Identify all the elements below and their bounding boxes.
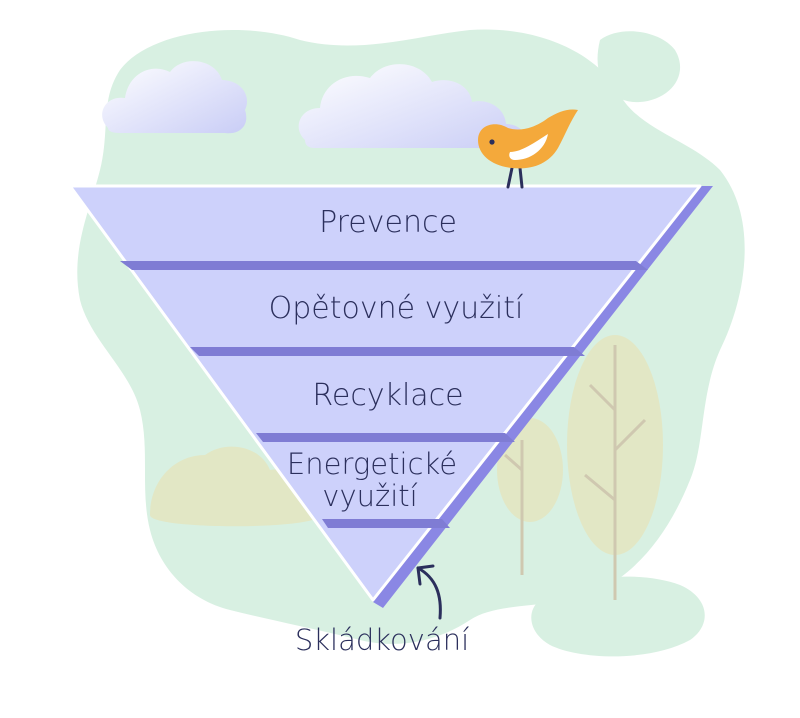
- separator: [256, 433, 515, 442]
- separator: [322, 519, 450, 528]
- pyramid-side-edge: [373, 186, 713, 608]
- tree-icon: [567, 335, 663, 600]
- separator: [120, 261, 648, 270]
- background-blob-small: [597, 31, 681, 103]
- tree-icon: [150, 446, 320, 527]
- pyramid: [68, 184, 702, 602]
- level-label-reuse: Opětovné využití: [269, 291, 524, 326]
- level-label-recycling: Recyklace: [312, 378, 463, 413]
- curved-arrow-icon: [416, 564, 442, 620]
- separator: [190, 347, 585, 356]
- level-separators: [120, 261, 648, 528]
- background-blob-bottom: [531, 576, 705, 657]
- cloud-icon: [298, 64, 527, 148]
- level-label-prevence: Prevence: [319, 205, 457, 240]
- bird-icon: [478, 109, 578, 189]
- tree-icon: [497, 418, 563, 575]
- cloud-icon: [102, 61, 248, 134]
- bottom-label-landfill: Skládkování: [295, 623, 469, 657]
- level-label-energy-line1: Energetické: [287, 447, 457, 481]
- level-label-energy-line2: využití: [322, 479, 417, 513]
